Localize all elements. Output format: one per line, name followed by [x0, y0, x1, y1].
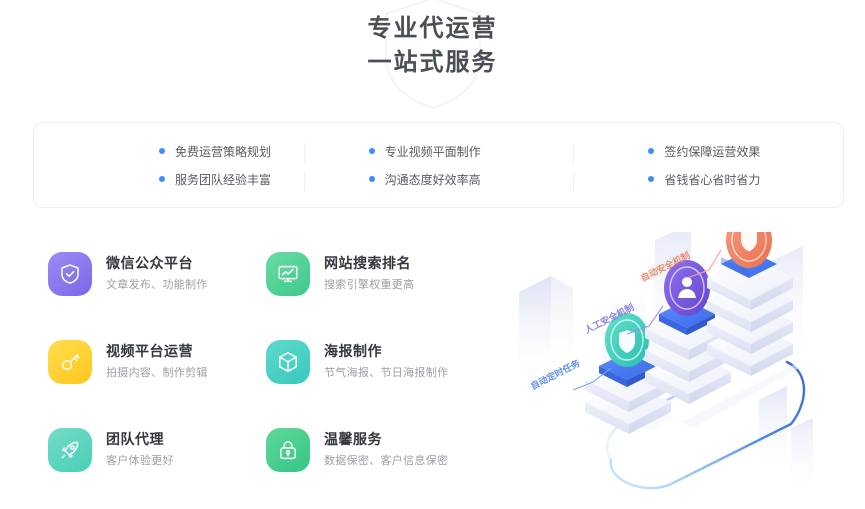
lock-icon — [266, 428, 310, 472]
service-subtitle: 文章发布、功能制作 — [106, 279, 208, 291]
service-text: 团队代理 客户体验更好 — [106, 424, 174, 469]
service-item-warm-service[interactable]: 温馨服务 数据保密、客户信息保密 — [266, 424, 486, 509]
service-item-wechat[interactable]: 微信公众平台 文章发布、功能制作 — [48, 248, 268, 336]
service-title: 微信公众平台 — [106, 255, 193, 271]
page-header: 专业代运营 一站式服务 — [0, 0, 865, 110]
flow-path — [609, 360, 806, 490]
service-subtitle: 数据保密、客户信息保密 — [324, 455, 449, 467]
bullet-dot-icon — [159, 176, 165, 182]
bullet-dot-icon — [648, 176, 655, 182]
bullet-dot-icon — [368, 176, 375, 182]
feature-label: 免费运营策略规划 — [175, 144, 272, 159]
feature-column-3: 签约保障运营效果 省钱省心省时省力 — [573, 123, 843, 207]
feature-label: 服务团队经验丰富 — [175, 172, 272, 187]
service-item-team-agency[interactable]: 团队代理 客户体验更好 — [48, 424, 268, 509]
service-title: 温馨服务 — [324, 431, 382, 447]
feature-column-2: 专业视频平面制作 沟通态度好效率高 — [303, 123, 574, 207]
service-item-seo[interactable]: 网站搜索排名 搜索引擎权重更高 — [266, 248, 486, 336]
page-title-line-1: 专业代运营 — [367, 15, 498, 42]
feature-highlights-box: 免费运营策略规划 服务团队经验丰富 专业视频平面制作 沟通态度好效率高 — [33, 122, 844, 208]
service-subtitle: 客户体验更好 — [106, 455, 174, 467]
service-subtitle: 拍摄内容、制作剪辑 — [106, 367, 208, 379]
service-subtitle: 搜索引擎权重更高 — [324, 279, 415, 291]
feature-item: 签约保障运营效果 — [648, 137, 843, 165]
key-icon — [48, 340, 92, 384]
monitor-chart-icon — [266, 252, 310, 296]
platform-stack-3 — [707, 232, 793, 376]
bullet-dot-icon — [159, 148, 165, 154]
feature-label: 专业视频平面制作 — [384, 144, 481, 159]
illustration-art — [519, 232, 813, 494]
feature-label: 沟通态度好效率高 — [384, 172, 481, 187]
service-text: 视频平台运营 拍摄内容、制作剪辑 — [106, 336, 208, 381]
cube-icon — [266, 340, 310, 384]
page-title-line-2: 一站式服务 — [367, 49, 498, 76]
services-column-right: 网站搜索排名 搜索引擎权重更高 海报制作 节气海报、节日海报制作 — [266, 248, 486, 509]
isometric-illustration: 自动定时任务 人工安全机制 自动安全机制 — [495, 232, 865, 509]
feature-item: 沟通态度好效率高 — [368, 165, 574, 193]
service-subtitle: 节气海报、节日海报制作 — [324, 367, 449, 379]
service-text: 微信公众平台 文章发布、功能制作 — [106, 248, 208, 293]
service-title: 团队代理 — [106, 431, 164, 447]
feature-label: 省钱省心省时省力 — [664, 172, 761, 187]
shield-check-icon — [48, 252, 92, 296]
feature-label: 签约保障运营效果 — [664, 144, 761, 159]
bullet-dot-icon — [648, 148, 655, 154]
service-item-video[interactable]: 视频平台运营 拍摄内容、制作剪辑 — [48, 336, 268, 424]
service-text: 海报制作 节气海报、节日海报制作 — [324, 336, 448, 381]
service-title: 网站搜索排名 — [324, 255, 411, 271]
service-title: 视频平台运营 — [106, 343, 193, 359]
services-column-left: 微信公众平台 文章发布、功能制作 视频平台运营 拍摄内容、制作剪辑 — [48, 248, 268, 509]
feature-item: 免费运营策略规划 — [159, 137, 304, 165]
page-title: 专业代运营 一站式服务 — [0, 12, 865, 80]
service-item-poster[interactable]: 海报制作 节气海报、节日海报制作 — [266, 336, 486, 424]
feature-item: 服务团队经验丰富 — [159, 165, 304, 193]
label-leader-lines — [572, 249, 722, 391]
service-title: 海报制作 — [324, 343, 382, 359]
bullet-dot-icon — [368, 148, 375, 154]
shield-outline-icon — [384, 0, 481, 109]
feature-column-1: 免费运营策略规划 服务团队经验丰富 — [34, 123, 304, 207]
service-text: 温馨服务 数据保密、客户信息保密 — [324, 424, 448, 469]
rocket-icon — [48, 428, 92, 472]
feature-item: 专业视频平面制作 — [368, 137, 574, 165]
feature-item: 省钱省心省时省力 — [648, 165, 843, 193]
base-platform — [681, 364, 799, 428]
service-text: 网站搜索排名 搜索引擎权重更高 — [324, 248, 414, 293]
